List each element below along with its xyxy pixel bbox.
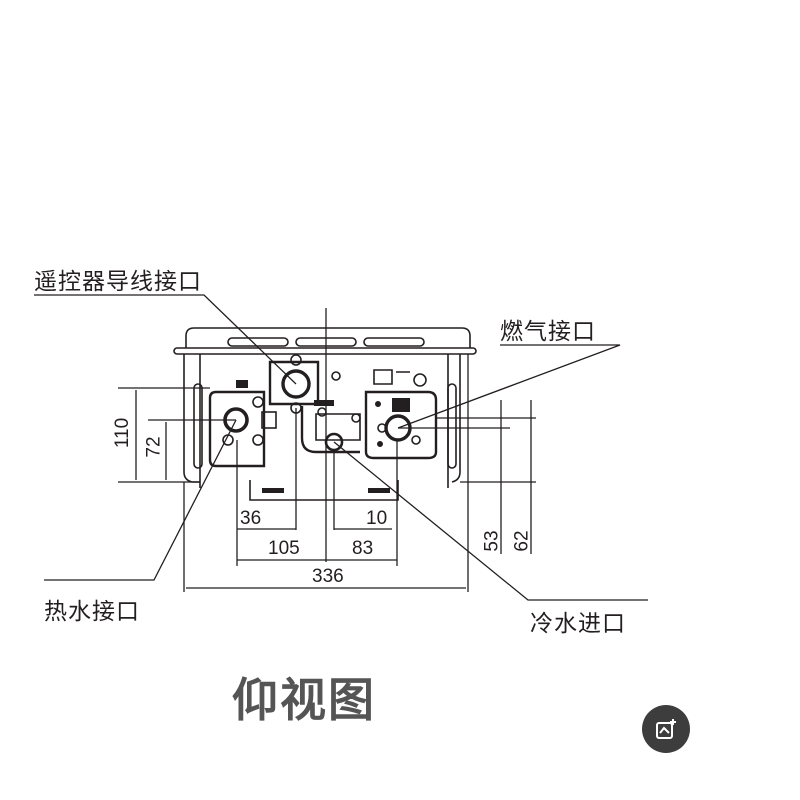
dim-336: 336	[312, 566, 344, 587]
dim-105: 105	[268, 538, 300, 559]
remote-wire-port-label: 遥控器导线接口	[34, 269, 202, 295]
dim-83: 83	[352, 538, 374, 559]
cold-water-inlet-label: 冷水进口	[530, 611, 626, 637]
dim-10: 10	[366, 508, 388, 529]
view-caption: 仰视图	[232, 673, 376, 727]
add-image-icon	[656, 719, 676, 739]
gas-port-label: 燃气接口	[500, 319, 596, 345]
dim-72: 72	[143, 436, 165, 458]
dim-62: 62	[511, 530, 533, 552]
hot-water-port-label: 热水接口	[44, 599, 140, 625]
dim-36: 36	[240, 508, 262, 529]
add-image-button[interactable]	[642, 705, 690, 753]
dim-110: 110	[112, 417, 134, 449]
dim-53: 53	[481, 530, 503, 552]
